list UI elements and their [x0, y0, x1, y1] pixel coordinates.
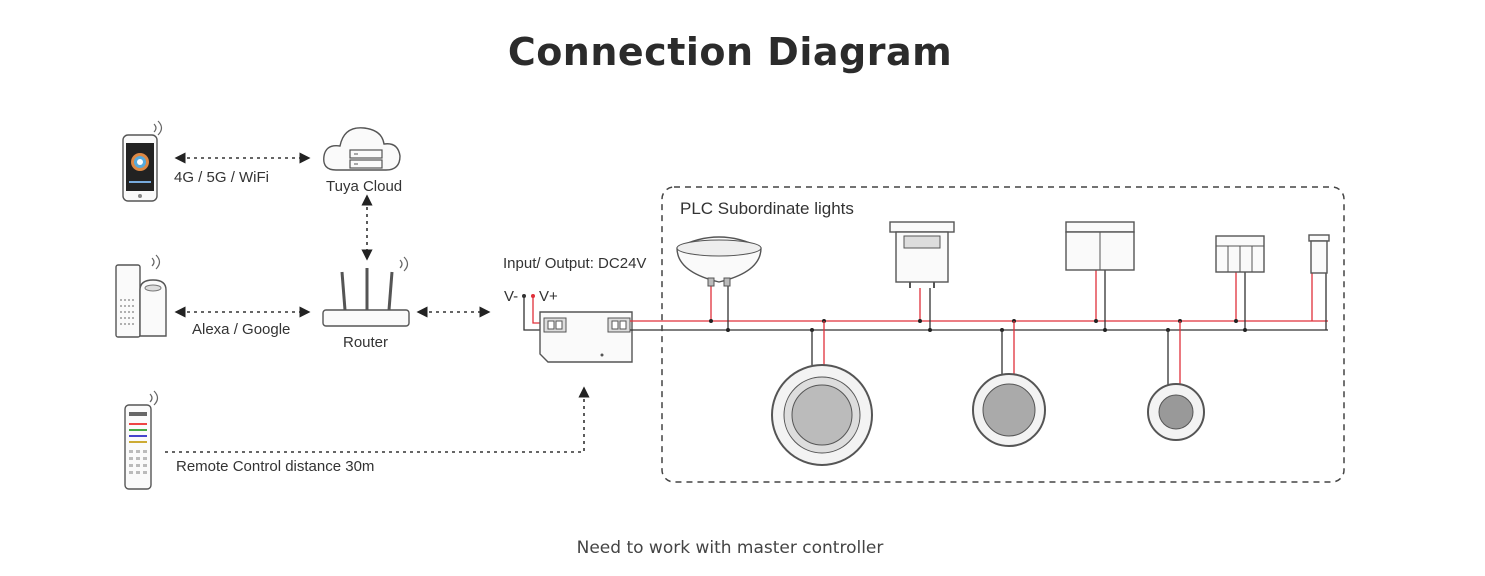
diagram-title: Connection Diagram: [507, 30, 953, 74]
v-minus-label: V-: [504, 288, 518, 305]
router-icon: [322, 256, 410, 327]
pool-light-icon: [972, 373, 1046, 447]
grid-light-icon: [1215, 235, 1265, 273]
v-plus-label: V+: [539, 288, 558, 305]
plc-label: PLC Subordinate lights: [680, 199, 854, 218]
wall-light-icon: [1065, 221, 1135, 271]
smart-speaker-icon: [115, 254, 167, 338]
router-label: Router: [343, 334, 388, 351]
controller-icon: [539, 311, 633, 363]
cloud-label: Tuya Cloud: [326, 178, 402, 195]
io-label: Input/ Output: DC24V: [503, 255, 646, 272]
network-label: 4G / 5G / WiFi: [174, 169, 269, 186]
pool-light-icon: [1147, 383, 1205, 441]
remote-icon: [124, 390, 159, 490]
spike-light-icon: [1308, 234, 1330, 274]
cloud-icon: [323, 127, 401, 171]
remote-controller-link: [165, 386, 590, 453]
pool-light-icon: [771, 364, 873, 466]
flood-light-icon: [889, 221, 955, 288]
remote-label: Remote Control distance 30m: [176, 458, 374, 475]
par-lamp-icon: [676, 236, 762, 287]
footer-note: Need to work with master controller: [576, 538, 884, 558]
smartphone-icon: [122, 120, 163, 202]
voice-label: Alexa / Google: [192, 321, 290, 338]
